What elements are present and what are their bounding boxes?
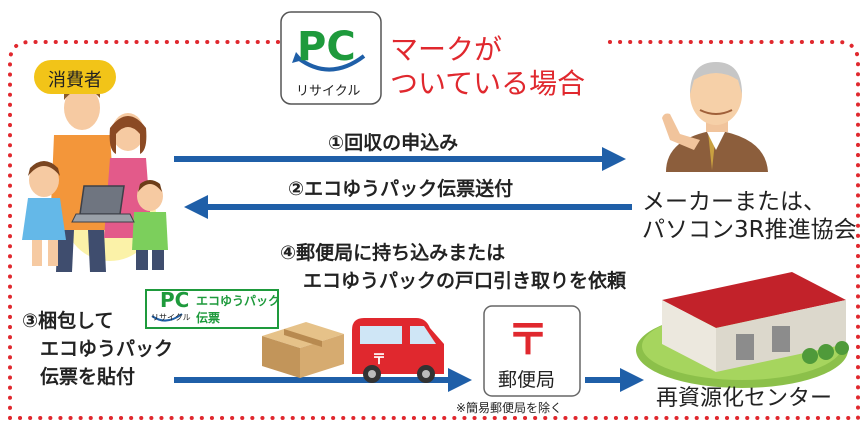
title-line2: ついている場合 <box>390 67 586 100</box>
consumer-label: 消費者 <box>48 70 102 91</box>
post-office-label: 郵便局 <box>498 369 556 391</box>
recycle-center-illustration <box>636 272 849 388</box>
pc-recycle-logo <box>280 11 382 105</box>
pc-logo-text: PC <box>297 24 356 70</box>
family-illustration <box>22 83 168 272</box>
step3-label-line1: ③梱包して <box>22 310 114 332</box>
consumer-badge <box>34 60 116 94</box>
svg-text:〒: 〒 <box>372 352 386 368</box>
maker-label-line2: パソコン3R推進協会 <box>642 217 857 243</box>
postal-mark-icon: 〒 <box>507 315 550 364</box>
postal-van: 〒 <box>352 318 444 383</box>
maker-label-line1: メーカーまたは、 <box>642 189 826 215</box>
post-office-box <box>483 305 581 397</box>
slip-title-line1: エコゆうパック <box>196 294 281 308</box>
eco-yu-pack-slip <box>145 289 279 329</box>
dotted-frame <box>8 40 860 420</box>
step3-label-line3: 伝票を貼付 <box>40 366 136 388</box>
slip-pc-text: PC <box>160 288 190 312</box>
maker-person-illustration <box>662 62 768 172</box>
cardboard-box <box>262 322 344 378</box>
step3-label-line2: エコゆうパック <box>40 338 174 360</box>
slip-title-line2: 伝票 <box>196 311 221 325</box>
pc-logo-sub: リサイクル <box>296 84 361 99</box>
step4-label-line1: ④郵便局に持ち込みまたは <box>280 242 506 264</box>
step2-label: ②エコゆうパック伝票送付 <box>288 178 514 200</box>
step1-label: ①回収の申込み <box>328 132 459 154</box>
recycle-center-label: 再資源化センター <box>656 386 833 411</box>
post-office-note: ※簡易郵便局を除く <box>456 401 563 415</box>
slip-sub-text: リサイクル <box>151 313 191 322</box>
step4-label-line2: エコゆうパックの戸口引き取りを依頼 <box>303 270 627 292</box>
title-line1: マークが <box>390 33 503 66</box>
